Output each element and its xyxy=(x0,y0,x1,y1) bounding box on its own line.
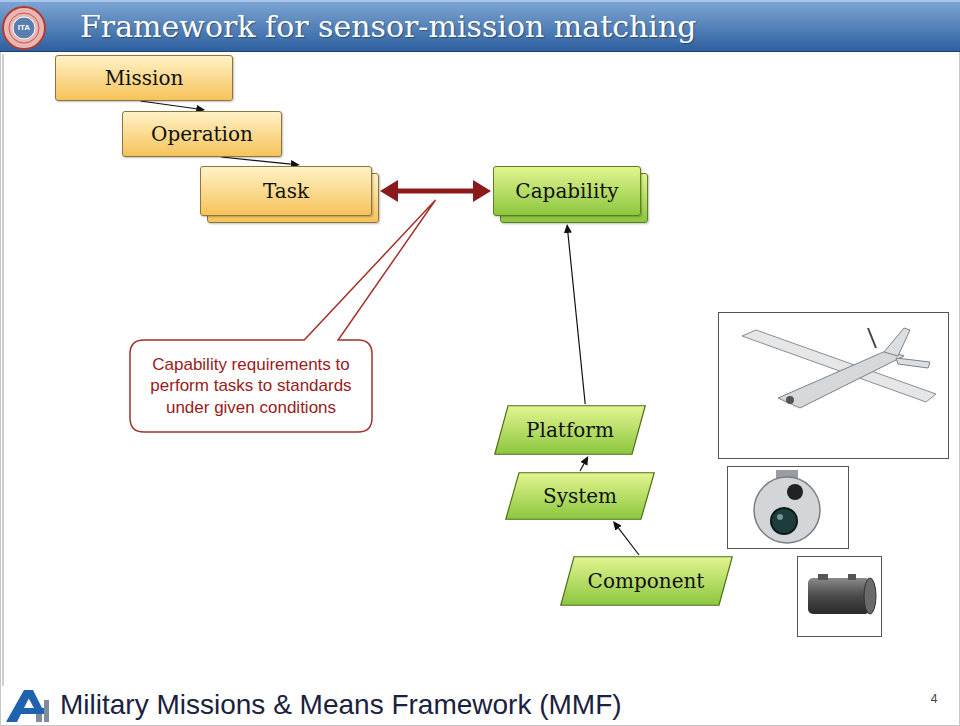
ita-logo xyxy=(3,7,45,49)
title-bar xyxy=(0,51,960,52)
arl-logo xyxy=(14,708,44,714)
parallelogram-outline xyxy=(495,406,646,455)
ita-logo xyxy=(9,13,39,43)
gimbal-photo xyxy=(754,477,820,543)
node-label: Capability xyxy=(515,179,618,203)
arl-logo xyxy=(36,714,42,722)
system-shape: System xyxy=(505,472,655,520)
arrow-connector xyxy=(580,464,584,471)
operation-box: Operation xyxy=(122,111,282,157)
node-label: Task xyxy=(263,179,309,203)
gimbal-photo xyxy=(787,484,803,500)
callout-box: Capability requirements to perform tasks… xyxy=(130,340,372,432)
node-label: Mission xyxy=(105,66,184,90)
component-photo xyxy=(864,578,876,614)
parallelogram-outline xyxy=(506,473,655,520)
node-label: System xyxy=(543,484,617,508)
gimbal-photo xyxy=(728,467,849,549)
gimbal-photo xyxy=(728,467,849,549)
arl-logo xyxy=(24,690,42,708)
node-label: Component xyxy=(588,569,705,593)
mission-box: Mission xyxy=(55,55,233,101)
uav-photo xyxy=(884,328,910,356)
ita-logo xyxy=(3,7,45,49)
callout-outline xyxy=(130,200,436,432)
callout-shape-layer xyxy=(130,200,436,432)
logo-text: ITA xyxy=(12,23,36,33)
slide-title: Framework for sensor-mission matching xyxy=(80,6,696,48)
component-photo xyxy=(798,557,882,637)
task-box: Task xyxy=(200,166,372,216)
uav-photo xyxy=(896,358,930,368)
component-shape: Component xyxy=(560,556,733,606)
capability-box: Capability xyxy=(493,166,641,216)
arl-logo xyxy=(6,690,49,722)
node-label: Platform xyxy=(526,418,614,442)
arrow-connector xyxy=(618,528,639,555)
arrow-connector xyxy=(568,233,585,404)
uav-photo xyxy=(868,328,876,348)
node-label: Operation xyxy=(151,122,253,146)
uav-photo xyxy=(786,396,794,404)
gimbal-photo xyxy=(777,514,783,520)
uav-photo xyxy=(742,330,936,402)
node-label: Capability requirements to perform tasks… xyxy=(142,354,360,418)
arl-logo xyxy=(44,700,49,722)
title-bar xyxy=(0,0,960,52)
slide-frame xyxy=(2,54,4,686)
parallelogram-outline xyxy=(560,557,732,606)
uav-photo xyxy=(719,313,949,459)
ita-logo xyxy=(13,17,35,39)
title-bar xyxy=(0,0,960,52)
title-bar xyxy=(0,0,960,2)
component-photo xyxy=(818,574,828,580)
component-photo xyxy=(808,578,870,614)
uav-photo xyxy=(778,350,904,408)
page-number: 4 xyxy=(922,692,946,706)
platform-shape: Platform xyxy=(494,405,646,455)
double-arrow xyxy=(398,189,473,194)
component-photo xyxy=(848,574,856,580)
arrow-connector xyxy=(221,157,291,164)
gimbal-photo xyxy=(771,508,797,534)
uav-photo xyxy=(719,313,949,459)
component-photo xyxy=(798,557,882,637)
footer-text: Military Missions & Means Framework (MMF… xyxy=(60,688,622,722)
arrow-connector xyxy=(140,101,196,109)
